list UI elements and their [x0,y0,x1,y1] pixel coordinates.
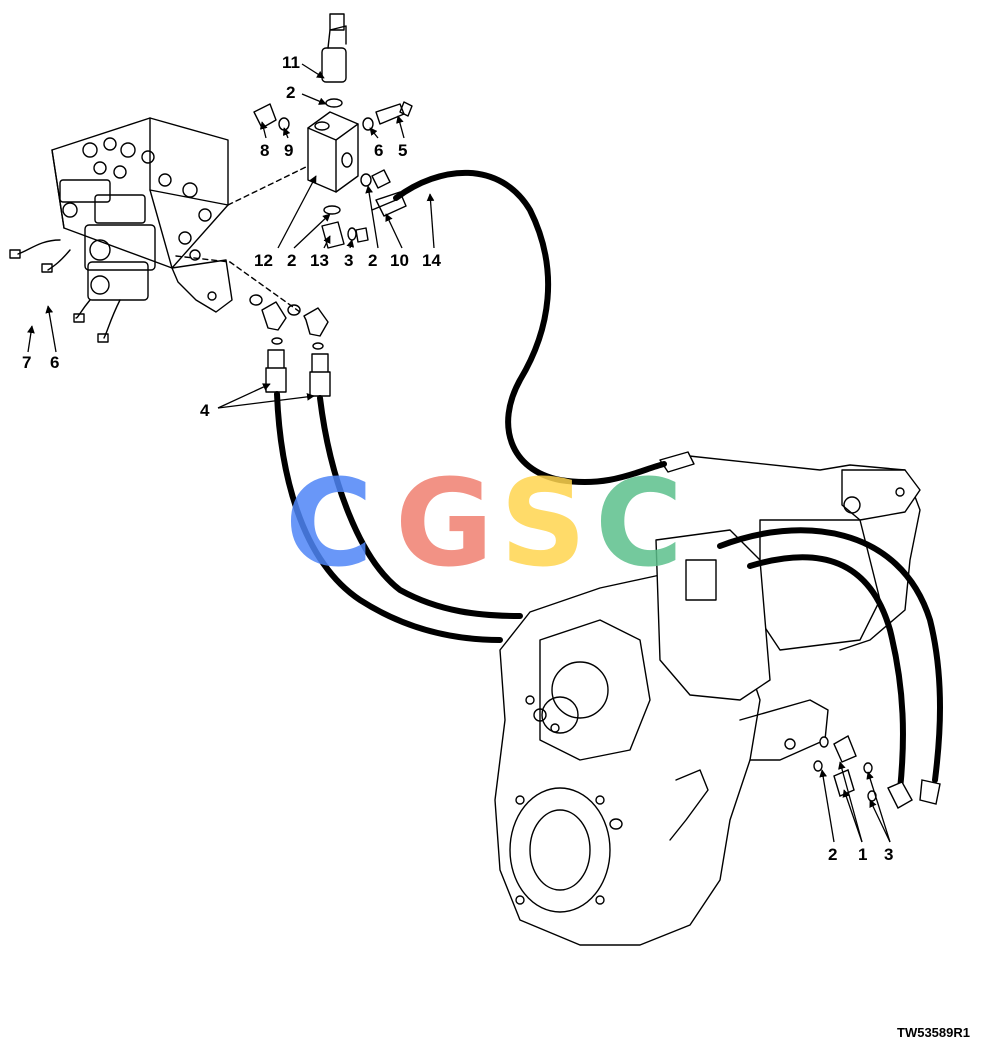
hose-14 [393,169,667,486]
callout-2-mid-b: 2 [368,251,377,270]
watermark-letter-3: S [500,455,586,594]
watermark-letter-1: C [285,455,373,594]
callout-3-mid: 3 [344,251,353,270]
callout-11: 11 [282,53,300,72]
hose-right-2 [747,554,906,793]
valve-block [307,111,359,193]
callout-12: 12 [254,251,273,270]
callout-8: 8 [260,141,269,160]
callout-13: 13 [310,251,329,270]
callout-7: 7 [22,353,31,372]
watermark-letter-2: G [395,455,494,594]
hose-left-2 [317,395,523,619]
hose-fittings-4 [175,255,331,397]
leader-lines [27,63,891,843]
callout-2-mid-a: 2 [287,251,296,270]
callout-5: 5 [398,141,407,160]
fittings-lower [813,734,941,809]
callout-10: 10 [390,251,409,270]
callout-6-top: 6 [374,141,383,160]
watermark: C G S C [285,455,683,594]
callout-14: 14 [422,251,441,270]
hoses [274,169,943,793]
watermark-letter-4: C [595,455,683,594]
switch-11 [321,13,347,108]
callout-3-bottom: 3 [884,845,893,864]
hose-left-1 [274,391,503,643]
callout-9: 9 [284,141,293,160]
callout-2-top: 2 [286,83,295,102]
valve-manifold [9,117,233,343]
callout-2-bottom: 2 [828,845,837,864]
figure-id: TW53589R1 [897,1025,970,1040]
hose-right-1 [717,527,943,783]
callout-4: 4 [200,401,210,420]
callout-6-left: 6 [50,353,59,372]
callout-1: 1 [858,845,867,864]
callouts: 11 2 8 9 6 5 12 2 13 3 2 10 14 7 6 4 2 1… [22,53,893,864]
drive-housing [494,454,921,946]
